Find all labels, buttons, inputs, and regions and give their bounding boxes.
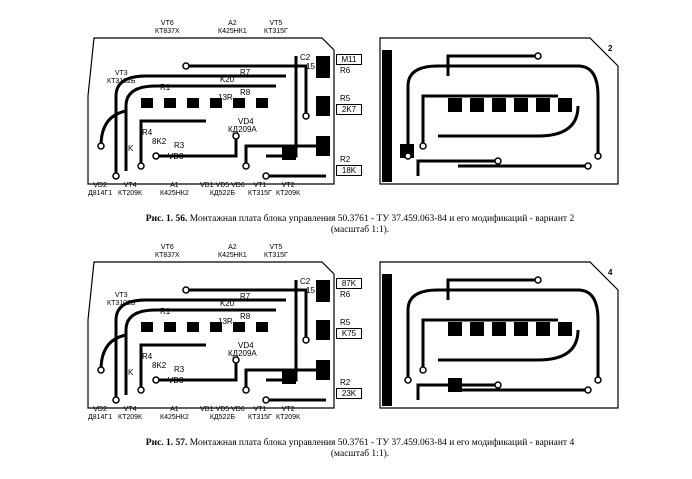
label-r6: R6 — [340, 66, 351, 75]
caption-number: Рис. 1. 57. — [145, 438, 188, 448]
caption-text: Монтажная плата блока управления 50.3761… — [189, 214, 575, 224]
figure-1-caption: Рис. 1. 56. Монтажная плата блока управл… — [100, 214, 620, 236]
value-box-r5: K75 — [336, 328, 362, 339]
label-r7: R7 — [240, 292, 251, 301]
pcb-copper-side — [379, 37, 619, 185]
label-c2: C2 — [300, 277, 311, 286]
label-8k2: 8K2 — [152, 137, 167, 146]
value-box-r5: 2K7 — [336, 104, 362, 115]
label-r13: 13R — [218, 93, 233, 102]
label-r8: R8 — [240, 88, 251, 97]
pcb-copper-side — [379, 261, 619, 409]
label-r2: R2 — [340, 155, 351, 164]
label-r6: R6 — [340, 290, 351, 299]
label-vd4: VD4 — [238, 117, 254, 126]
label-r5: R5 — [340, 318, 351, 327]
label-r1: R1 — [160, 307, 171, 316]
variant-number: 4 — [608, 268, 613, 277]
label-r3: R3 — [174, 365, 185, 374]
label-r2: R2 — [340, 378, 351, 387]
value-box-r6: 87K — [336, 278, 362, 289]
label-r20: K20 — [220, 299, 235, 308]
page-number: 67 — [0, 446, 2, 458]
label-c2-value: 15 — [306, 62, 315, 71]
label-r5: R5 — [340, 94, 351, 103]
label-r20: K20 — [220, 75, 235, 84]
label-r13: 13R — [218, 317, 233, 326]
label-r4: R4 — [142, 352, 153, 361]
caption-scale: (масштаб 1:1). — [330, 449, 390, 459]
caption-text: Монтажная плата блока управления 50.3761… — [189, 438, 575, 448]
label-vd3: VD3 — [168, 376, 184, 385]
value-box-r6: M11 — [336, 54, 362, 65]
label-k: K — [128, 144, 134, 153]
label-r1: R1 — [160, 83, 171, 92]
label-kd209: КД209А — [228, 125, 257, 134]
caption-scale: (масштаб 1:1). — [330, 225, 390, 235]
value-box-r2: 23K — [336, 388, 362, 399]
label-vd4: VD4 — [238, 341, 254, 350]
label-r8: R8 — [240, 312, 251, 321]
pcb-component-side — [87, 37, 335, 185]
value-box-r2: 18K — [336, 165, 362, 176]
pcb-component-side — [87, 261, 335, 409]
label-k: K — [128, 368, 134, 377]
label-r7: R7 — [240, 68, 251, 77]
label-c2-value: 15 — [306, 286, 315, 295]
label-c2: C2 — [300, 53, 311, 62]
label-r3: R3 — [174, 141, 185, 150]
label-vd3: VD3 — [168, 152, 184, 161]
caption-number: Рис. 1. 56. — [145, 214, 188, 224]
figure-2-caption: Рис. 1. 57. Монтажная плата блока управл… — [100, 438, 620, 460]
label-8k2: 8K2 — [152, 361, 167, 370]
variant-number: 2 — [608, 44, 613, 53]
label-r4: R4 — [142, 128, 153, 137]
label-kd209: КД209А — [228, 349, 257, 358]
